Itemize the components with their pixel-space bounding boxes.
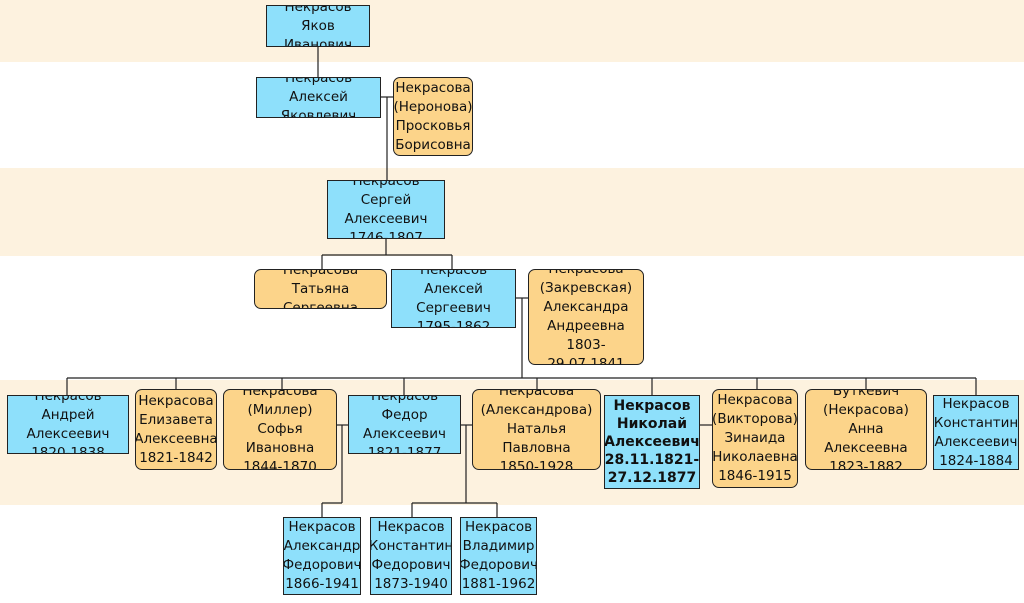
- person-label: Некрасов Константин Алексеевич 1824-1884: [933, 395, 1019, 469]
- person-sergey: Некрасов Сергей Алексеевич 1746-1807: [327, 180, 445, 239]
- person-label: Некрасова (Викторова) Зинаида Николаевна…: [712, 392, 798, 484]
- person-label: Некрасов Сергей Алексеевич 1746-1807: [344, 180, 428, 239]
- person-nikolay: Некрасов Николай Алексеевич 28.11.1821- …: [604, 395, 700, 489]
- person-aleksandr: Некрасов Александр Федорович 1866-1941: [283, 517, 361, 595]
- person-label: Некрасов Николай Алексеевич 28.11.1821- …: [604, 398, 700, 486]
- generation-band-1: [0, 0, 1024, 62]
- person-label: Некрасова (Александрова) Наталья Павловн…: [480, 389, 593, 470]
- person-konstantin-alekseevich: Некрасов Константин Алексеевич 1824-1884: [933, 395, 1019, 470]
- person-zinaida: Некрасова (Викторова) Зинаида Николаевна…: [712, 389, 798, 488]
- person-sofya: Некрасова (Миллер) Софья Ивановна 1844-1…: [223, 389, 337, 470]
- person-natalya: Некрасова (Александрова) Наталья Павловн…: [472, 389, 601, 470]
- person-aleksey-yakovlevich: Некрасов Алексей Яковлевич: [256, 77, 381, 118]
- person-label: Некрасова (Неронова) Просковья Борисовна: [393, 79, 473, 153]
- person-label: Некрасов Александр Федорович 1866-1941: [283, 519, 361, 592]
- person-label: Некрасов Андрей Алексеевич 1820-1838: [26, 395, 110, 454]
- person-tatyana: Некрасова Татьяна Сергеевна: [254, 269, 387, 309]
- person-fedor: Некрасов Федор Алексеевич 1821-1877: [348, 395, 461, 454]
- person-label: Некрасова (Закревская) Александра Андрее…: [539, 269, 633, 365]
- person-label: Некрасов Алексей Яковлевич: [280, 77, 357, 118]
- person-label: Некрасова Елизавета Алексеевна 1821-1842: [135, 392, 217, 466]
- person-label: Некрасов Федор Алексеевич 1821-1877: [362, 395, 447, 454]
- person-proskovya: Некрасова (Неронова) Просковья Борисовна: [393, 77, 473, 156]
- person-label: Некрасов Алексей Сергеевич 1795-1862: [416, 269, 491, 328]
- person-andrey: Некрасов Андрей Алексеевич 1820-1838: [7, 395, 129, 454]
- generation-band-3: [0, 168, 1024, 256]
- person-aleksey-sergeevich: Некрасов Алексей Сергеевич 1795-1862: [391, 269, 516, 328]
- person-anna: Буткевич (Некрасова) Анна Алексеевна 182…: [805, 389, 927, 470]
- person-vladimir: Некрасов Владимир Федорович 1881-1962: [460, 517, 537, 595]
- person-elizaveta: Некрасова Елизавета Алексеевна 1821-1842: [135, 389, 217, 470]
- person-aleksandra: Некрасова (Закревская) Александра Андрее…: [528, 269, 644, 365]
- person-label: Некрасов Яков Иванович: [283, 5, 353, 47]
- person-konstantin-fedorovich: Некрасов Константин Федорович 1873-1940: [370, 517, 452, 595]
- person-label: Некрасова (Миллер) Софья Ивановна 1844-1…: [242, 389, 318, 470]
- person-label: Буткевич (Некрасова) Анна Алексеевна 182…: [823, 389, 909, 470]
- person-label: Некрасов Владимир Федорович 1881-1962: [460, 519, 537, 592]
- person-label: Некрасов Константин Федорович 1873-1940: [370, 519, 452, 592]
- person-yakov: Некрасов Яков Иванович: [266, 5, 370, 47]
- person-label: Некрасова Татьяна Сергеевна: [282, 269, 359, 309]
